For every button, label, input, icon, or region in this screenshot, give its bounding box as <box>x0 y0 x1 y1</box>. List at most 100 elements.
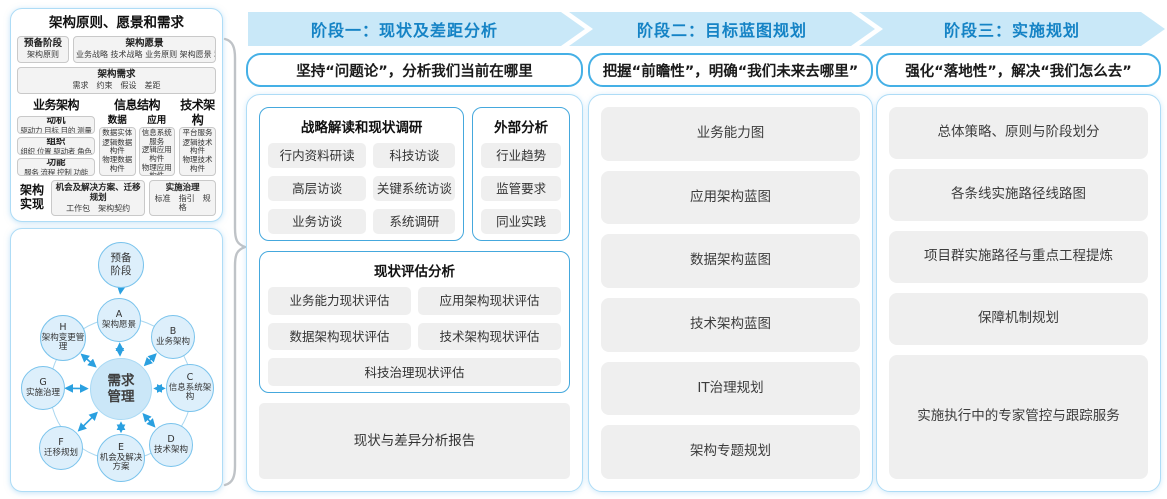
box-text: 服务 流程 控制 功能 <box>24 168 88 176</box>
node-label: 迁移规划 <box>43 447 78 458</box>
box-title: 实施治理 <box>165 183 200 194</box>
strategy-research-box: 战略解读和现状调研 行内资料研读 科技访谈 高层访谈 关键系统访谈 业务访谈 系… <box>259 107 465 241</box>
deliverable-item: 各条线实施路径线路图 <box>889 168 1148 221</box>
assessment-item: 应用架构现状评估 <box>418 287 561 315</box>
gap-analysis-report-box: 现状与差异分析报告 <box>259 403 570 479</box>
assessment-item: 数据架构现状评估 <box>268 322 411 351</box>
item: 数据实体 <box>102 128 133 138</box>
item: 逻辑数据构件 <box>102 137 133 156</box>
application-items-box: 信息系统服务 逻辑应用构件 物理应用构件 <box>138 127 175 176</box>
item: 逻辑技术构件 <box>182 137 213 156</box>
box-title: 外部分析 <box>494 120 549 136</box>
phase1-content-column: 战略解读和现状调研 行内资料研读 科技访谈 高层访谈 关键系统访谈 业务访谈 系… <box>246 94 583 492</box>
node-label: 架构愿景 <box>101 319 136 330</box>
box-title: 预备阶段 <box>23 38 62 49</box>
double-arrow-icons <box>64 285 166 434</box>
technical-architecture-column: 技术架构 平台服务 逻辑技术构件 物理技术构件 <box>179 98 216 176</box>
item: 平台服务 <box>182 128 213 138</box>
assessment-item: 技术架构现状评估 <box>418 322 561 351</box>
node-letter: A <box>115 309 123 321</box>
architecture-domains-row: 业务架构 动机 驱动力 目标 目的 测量 组织 组织 位置 驱动者 角色 功能 … <box>17 98 216 176</box>
external-item: 行业趋势 <box>481 143 561 168</box>
technical-items-box: 平台服务 逻辑技术构件 物理技术构件 <box>179 127 216 176</box>
node-label: 技术架构 <box>153 444 188 455</box>
phase1-header: 阶段一：现状及差距分析 <box>310 21 498 40</box>
node-letter: G <box>39 377 47 389</box>
motivation-box: 动机 驱动力 目标 目的 测量 <box>17 116 95 134</box>
phase3-content-column: 总体策略、原则与阶段划分 各条线实施路径线路图 项目群实施路径与重点工程提炼 保… <box>876 94 1161 492</box>
phase1-subtitle: 坚持“问题论”，分析我们当前在哪里 <box>296 63 533 80</box>
phase2-subtitle: 把握“前瞻性”，明确“我们未来去哪里” <box>602 63 859 80</box>
node-letter: F <box>58 437 64 449</box>
strategy-item: 系统调研 <box>373 209 456 234</box>
strategy-item: 科技访谈 <box>373 143 456 168</box>
node-label: 实施治理 <box>25 387 60 398</box>
adm-node-g-governance: G 实施治理 <box>21 366 65 410</box>
data-items-box: 数据实体 逻辑数据构件 物理数据构件 <box>99 127 136 176</box>
assessment-item-wide: 科技治理现状评估 <box>268 358 561 386</box>
architecture-content-panel: 架构原则、愿景和需求 预备阶段 架构原则 架构愿景 业务战略 技术战略 业务原则… <box>10 8 223 222</box>
column-header: 信息结构 <box>113 98 161 112</box>
phase2-header: 阶段二：目标蓝图规划 <box>636 21 807 40</box>
deliverable-item: 总体策略、原则与阶段划分 <box>889 107 1148 159</box>
adm-node-a-vision: A 架构愿景 <box>97 298 141 342</box>
adm-node-c-information-systems: C 信息系统架构 <box>166 364 214 412</box>
adm-node-f-migration: F 迁移规划 <box>39 426 83 470</box>
business-architecture-column: 业务架构 动机 驱动力 目标 目的 测量 组织 组织 位置 驱动者 角色 功能 … <box>17 98 95 176</box>
strategy-item: 高层访谈 <box>268 176 367 201</box>
strategy-item: 业务访谈 <box>268 209 367 234</box>
node-label: 架构变更管理 <box>41 332 85 353</box>
box-title: 战略解读和现状调研 <box>300 120 423 136</box>
box-title: 机会及解决方案、迁移规划 <box>55 182 141 204</box>
down-arrow-icon <box>116 285 126 295</box>
external-item: 监管要求 <box>481 176 561 201</box>
node-label: 业务架构 <box>155 336 190 347</box>
column-header: 业务架构 <box>32 98 80 112</box>
deliverable-item: IT治理规划 <box>601 361 860 416</box>
phase3-subtitle-box: 强化“落地性”，解决“我们怎么去” <box>876 53 1161 87</box>
phase1-header-band: 阶段一：现状及差距分析 <box>248 12 585 46</box>
box-title: 现状评估分析 <box>374 264 455 280</box>
box-text: 业务战略 技术战略 业务原则 架构愿景 利益相关者 <box>76 49 215 59</box>
assessment-item: 业务能力现状评估 <box>268 287 411 315</box>
application-subcolumn: 应用 信息系统服务 逻辑应用构件 物理应用构件 <box>138 115 175 176</box>
deliverable-item: 保障机制规划 <box>889 292 1148 345</box>
function-box: 功能 服务 流程 控制 功能 <box>17 158 95 176</box>
current-assessment-box: 现状评估分析 业务能力现状评估 应用架构现状评估 数据架构现状评估 技术架构现状… <box>259 251 570 393</box>
deliverable-item: 项目群实施路径与重点工程提炼 <box>889 230 1148 283</box>
node-letter: D <box>167 434 175 446</box>
deliverable-item: 业务能力图 <box>601 107 860 161</box>
external-item: 同业实践 <box>481 209 561 234</box>
phase3-header-band: 阶段三：实施规划 <box>859 12 1165 46</box>
subcolumn-header: 数据 <box>107 115 127 126</box>
adm-node-preliminary: 预备阶段 <box>98 242 144 288</box>
opportunities-migration-box: 机会及解决方案、迁移规划 工作包 架构契约 <box>51 180 146 216</box>
architecture-realization-row: 架构实现 机会及解决方案、迁移规划 工作包 架构契约 实施治理 标准 指引 规格 <box>17 180 216 216</box>
deliverable-item: 实施执行中的专家管控与跟踪服务 <box>889 354 1148 479</box>
item: 物理技术构件 <box>182 155 213 174</box>
node-letter: H <box>59 322 67 334</box>
phase3-subtitle: 强化“落地性”，解决“我们怎么去” <box>905 63 1132 80</box>
box-text: 驱动力 目标 目的 测量 <box>20 126 92 134</box>
box-title: 组织 <box>46 137 66 147</box>
box-text: 组织 位置 驱动者 角色 <box>20 147 92 155</box>
box-text: 架构原则 <box>27 49 59 59</box>
group-brace <box>223 37 248 487</box>
node-letter: C <box>186 372 194 384</box>
subcolumn-header: 应用 <box>147 115 167 126</box>
phase3-header: 阶段三：实施规划 <box>943 21 1080 40</box>
architecture-requirements-box: 架构需求 需求 约束 假设 差距 <box>17 67 216 94</box>
information-structure-column: 信息结构 数据 数据实体 逻辑数据构件 物理数据构件 应用 信息系统服务 <box>99 98 175 176</box>
organization-box: 组织 组织 位置 驱动者 角色 <box>17 137 95 155</box>
data-subcolumn: 数据 数据实体 逻辑数据构件 物理数据构件 <box>99 115 136 176</box>
adm-node-h-change-management: H 架构变更管理 <box>40 315 86 361</box>
phase2-header-band: 阶段二：目标蓝图规划 <box>569 12 875 46</box>
deliverable-item: 架构专题规划 <box>601 425 860 480</box>
phase1-subtitle-box: 坚持“问题论”，分析我们当前在哪里 <box>246 53 583 87</box>
adm-node-requirements-management: 需求管理 <box>90 358 152 420</box>
deliverable-item: 数据架构蓝图 <box>601 234 860 289</box>
deliverable-item: 技术架构蓝图 <box>601 298 860 352</box>
box-title: 功能 <box>46 158 66 168</box>
deliverable-item: 应用架构蓝图 <box>601 170 860 225</box>
